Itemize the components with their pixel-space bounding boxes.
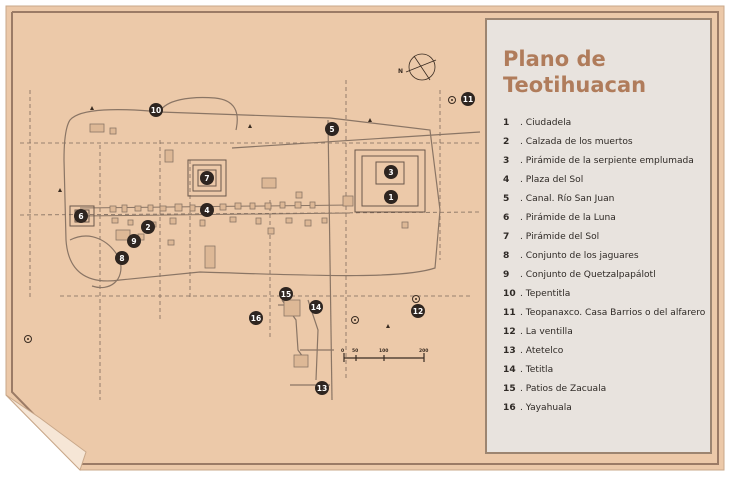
marker-13-number: 13	[317, 384, 327, 393]
legend-item-8[interactable]: 8. Conjunto de los jaguares	[503, 250, 639, 261]
marker-11-number: 11	[463, 95, 473, 104]
marker-10[interactable]: 10	[149, 103, 163, 117]
legend-item-11[interactable]: 11. Teopanaxco. Casa Barrios o del alfar…	[503, 307, 706, 318]
legend-label: Atetelco	[525, 345, 564, 356]
marker-4[interactable]: 4	[200, 203, 214, 217]
scale-label-100: 100	[379, 348, 388, 354]
legend-label: Canal. Río San Juan	[525, 193, 615, 204]
legend-label: Pirámide del Sol	[525, 231, 600, 242]
legend-number: 2	[503, 136, 510, 147]
legend-panel: Plano de Teotihuacan 1. Ciudadela 2. Cal…	[485, 18, 712, 454]
circled-dots	[24, 96, 456, 343]
legend-list: 1. Ciudadela 2. Calzada de los muertos 3…	[503, 113, 705, 417]
paper-frame	[11, 11, 719, 465]
legend-number: 16	[503, 402, 516, 413]
marker-5-number: 5	[329, 125, 334, 134]
legend-item-16[interactable]: 16. Yayahuala	[503, 402, 572, 413]
marker-14-number: 14	[311, 303, 321, 312]
legend-label: Tepentitla	[525, 288, 571, 299]
legend-label: Teopanaxco. Casa Barrios o del alfarero	[525, 307, 706, 318]
legend-item-2[interactable]: 2. Calzada de los muertos	[503, 136, 633, 147]
legend-item-5[interactable]: 5. Canal. Río San Juan	[503, 193, 615, 204]
compass-letter: N	[398, 68, 403, 75]
legend-item-14[interactable]: 14. Tetitla	[503, 364, 554, 375]
marker-1[interactable]: 1	[384, 190, 398, 204]
paper-curl	[5, 394, 87, 471]
triangle-markers	[58, 106, 390, 328]
legend-label: Yayahuala	[525, 402, 572, 413]
legend-label: Conjunto de Quetzalpapálotl	[525, 269, 656, 280]
scale-label-0: 0	[341, 348, 344, 354]
marker-12-number: 12	[413, 307, 423, 316]
marker-6-number: 6	[78, 212, 83, 221]
marker-8[interactable]: 8	[115, 251, 129, 265]
legend-number: 12	[503, 326, 516, 337]
marker-16[interactable]: 16	[249, 311, 263, 325]
legend-number: 5	[503, 193, 510, 204]
marker-5[interactable]: 5	[325, 122, 339, 136]
scale-bar	[343, 353, 425, 362]
marker-1-number: 1	[388, 193, 393, 202]
marker-9-number: 9	[131, 237, 136, 246]
legend-label: La ventilla	[525, 326, 573, 337]
ciudadela-outline	[354, 149, 426, 213]
marker-8-number: 8	[119, 254, 124, 263]
legend-label: Ciudadela	[525, 117, 572, 128]
marker-11[interactable]: 11	[461, 92, 475, 106]
legend-number: 11	[503, 307, 516, 318]
legend-number: 7	[503, 231, 510, 242]
scale-label-50: 50	[352, 348, 358, 354]
legend-number: 15	[503, 383, 516, 394]
marker-12[interactable]: 12	[411, 304, 425, 318]
legend-item-10[interactable]: 10. Tepentitla	[503, 288, 571, 299]
legend-number: 8	[503, 250, 510, 261]
marker-2[interactable]: 2	[141, 220, 155, 234]
legend-item-7[interactable]: 7. Pirámide del Sol	[503, 231, 600, 242]
legend-label: Conjunto de los jaguares	[525, 250, 639, 261]
legend-label: Pirámide de la Luna	[525, 212, 616, 223]
circled-dots-centers	[27, 99, 453, 340]
legend-label: Tetitla	[525, 364, 554, 375]
legend-item-4[interactable]: 4. Plaza del Sol	[503, 174, 584, 185]
marker-7[interactable]: 7	[200, 171, 214, 185]
legend-item-1[interactable]: 1. Ciudadela	[503, 117, 572, 128]
grid-lines	[19, 80, 481, 400]
legend-item-3[interactable]: 3. Pirámide de la serpiente emplumada	[503, 155, 694, 166]
legend-item-13[interactable]: 13. Atetelco	[503, 345, 564, 356]
legend-item-15[interactable]: 15. Patios de Zacuala	[503, 383, 607, 394]
marker-15-number: 15	[281, 290, 291, 299]
legend-number: 4	[503, 174, 510, 185]
legend-number: 10	[503, 288, 516, 299]
sun-pyramid-outline	[187, 159, 227, 197]
marker-2-number: 2	[145, 223, 150, 232]
legend-number: 9	[503, 269, 510, 280]
marker-4-number: 4	[204, 206, 209, 215]
legend-number: 13	[503, 345, 516, 356]
marker-15[interactable]: 15	[279, 287, 293, 301]
legend-item-6[interactable]: 6. Pirámide de la Luna	[503, 212, 616, 223]
legend-number: 14	[503, 364, 516, 375]
compass-icon	[405, 53, 437, 81]
legend-number: 3	[503, 155, 510, 166]
scale-label-200: 200	[419, 348, 428, 354]
marker-9[interactable]: 9	[127, 234, 141, 248]
legend-label: Plaza del Sol	[525, 174, 584, 185]
marker-6[interactable]: 6	[74, 209, 88, 223]
legend-label: Pirámide de la serpiente emplumada	[525, 155, 694, 166]
marker-3-number: 3	[388, 168, 393, 177]
map-title: Plano de Teotihuacan	[503, 47, 647, 97]
marker-14[interactable]: 14	[309, 300, 323, 314]
marker-7-number: 7	[204, 174, 209, 183]
legend-item-12[interactable]: 12. La ventilla	[503, 326, 573, 337]
legend-label: Calzada de los muertos	[525, 136, 633, 147]
legend-item-9[interactable]: 9. Conjunto de Quetzalpapálotl	[503, 269, 656, 280]
legend-number: 6	[503, 212, 510, 223]
marker-3[interactable]: 3	[384, 165, 398, 179]
marker-10-number: 10	[151, 106, 161, 115]
marker-13[interactable]: 13	[315, 381, 329, 395]
legend-label: Patios de Zacuala	[525, 383, 607, 394]
marker-16-number: 16	[251, 314, 261, 323]
legend-number: 1	[503, 117, 510, 128]
